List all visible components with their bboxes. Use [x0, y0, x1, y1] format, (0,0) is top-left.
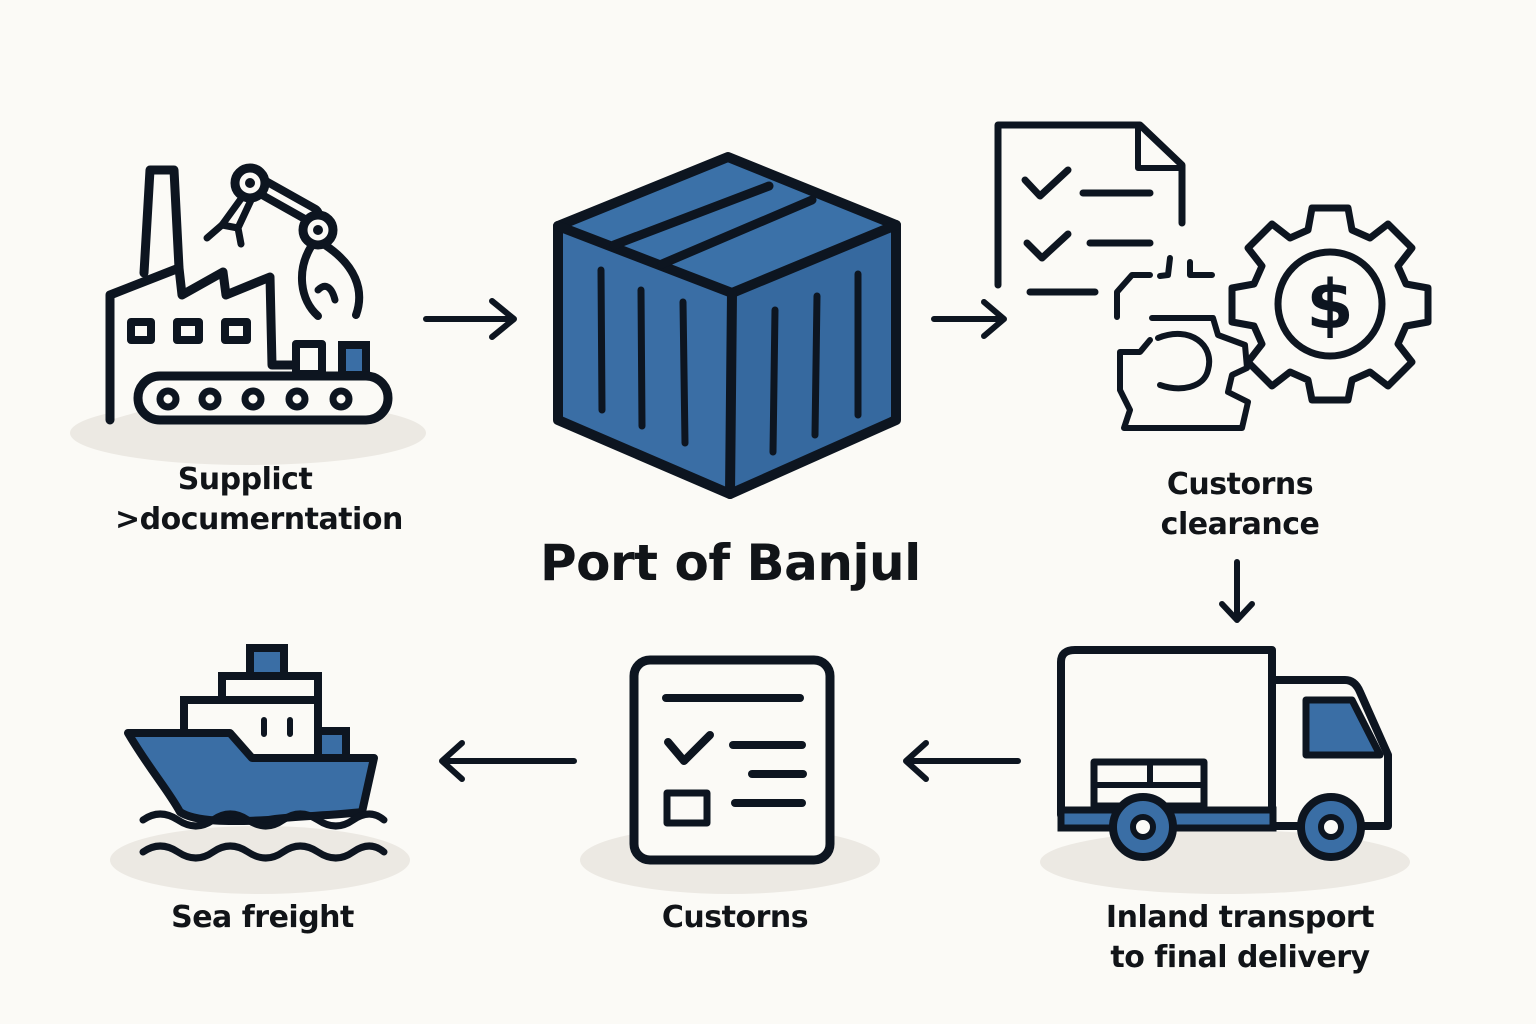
step-inland: Inland transport to final delivery: [1030, 640, 1450, 990]
customs-clearance-label-line1: Custorns: [1166, 467, 1314, 502]
page-title: Port of Banjul: [540, 534, 921, 592]
arrow-left-icon: [903, 740, 1021, 782]
sea-freight-label: Sea freight: [171, 900, 354, 935]
supplier-label-line2: >documerntation: [115, 502, 403, 537]
arrow-right-icon: [931, 299, 1007, 339]
arrow-right-icon: [423, 298, 517, 340]
inland-label-line2: to final delivery: [1110, 940, 1370, 975]
step-sea: Sea freight: [100, 630, 430, 950]
customs-clearance-label-line2: clearance: [1160, 507, 1320, 542]
dollar-sign-icon: $: [1306, 266, 1353, 345]
factory-robot-arm-icon: [105, 163, 393, 425]
ship-icon: [124, 644, 388, 862]
arrow-down-icon: [1219, 559, 1255, 623]
inland-label-line1: Inland transport: [1105, 900, 1375, 935]
checklist-icon: [629, 655, 835, 865]
shipping-container-icon: [553, 152, 901, 499]
step-port: Port of Banjul: [540, 140, 940, 600]
supplier-label-line1: Supplict: [177, 462, 313, 497]
document-gear-dollar-icon: $: [994, 121, 1432, 431]
step-supplier: Supplict >documerntation: [70, 150, 440, 550]
step-customs-clearance: $ Custorns clearance: [980, 110, 1440, 550]
step-customs: Custorns: [570, 640, 900, 950]
customs-label: Custorns: [661, 900, 809, 935]
arrow-left-icon: [439, 740, 577, 782]
truck-icon: [1057, 646, 1392, 861]
